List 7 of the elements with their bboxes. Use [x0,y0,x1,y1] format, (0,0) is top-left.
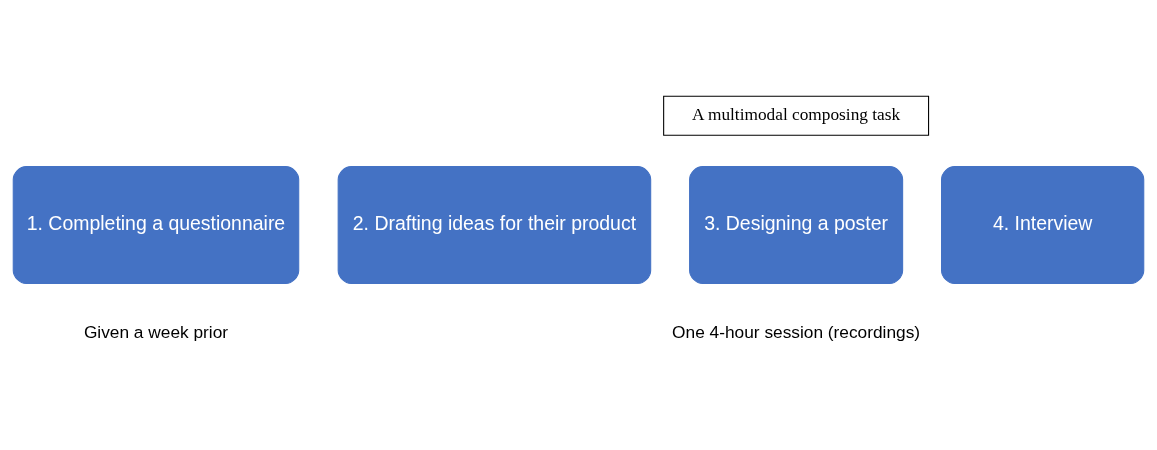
node-box: 2. Drafting ideas for their product [337,166,652,284]
node-label: Given a week prior [83,322,229,343]
node-box: 4. Interview [941,166,1145,284]
node-box: 3. Designing a poster [689,166,904,284]
node-box: A multimodal composing task [663,95,930,136]
label: One 4-hour session (recordings) [672,322,921,343]
node-box: 1. Completing a questionnaire [12,166,300,284]
